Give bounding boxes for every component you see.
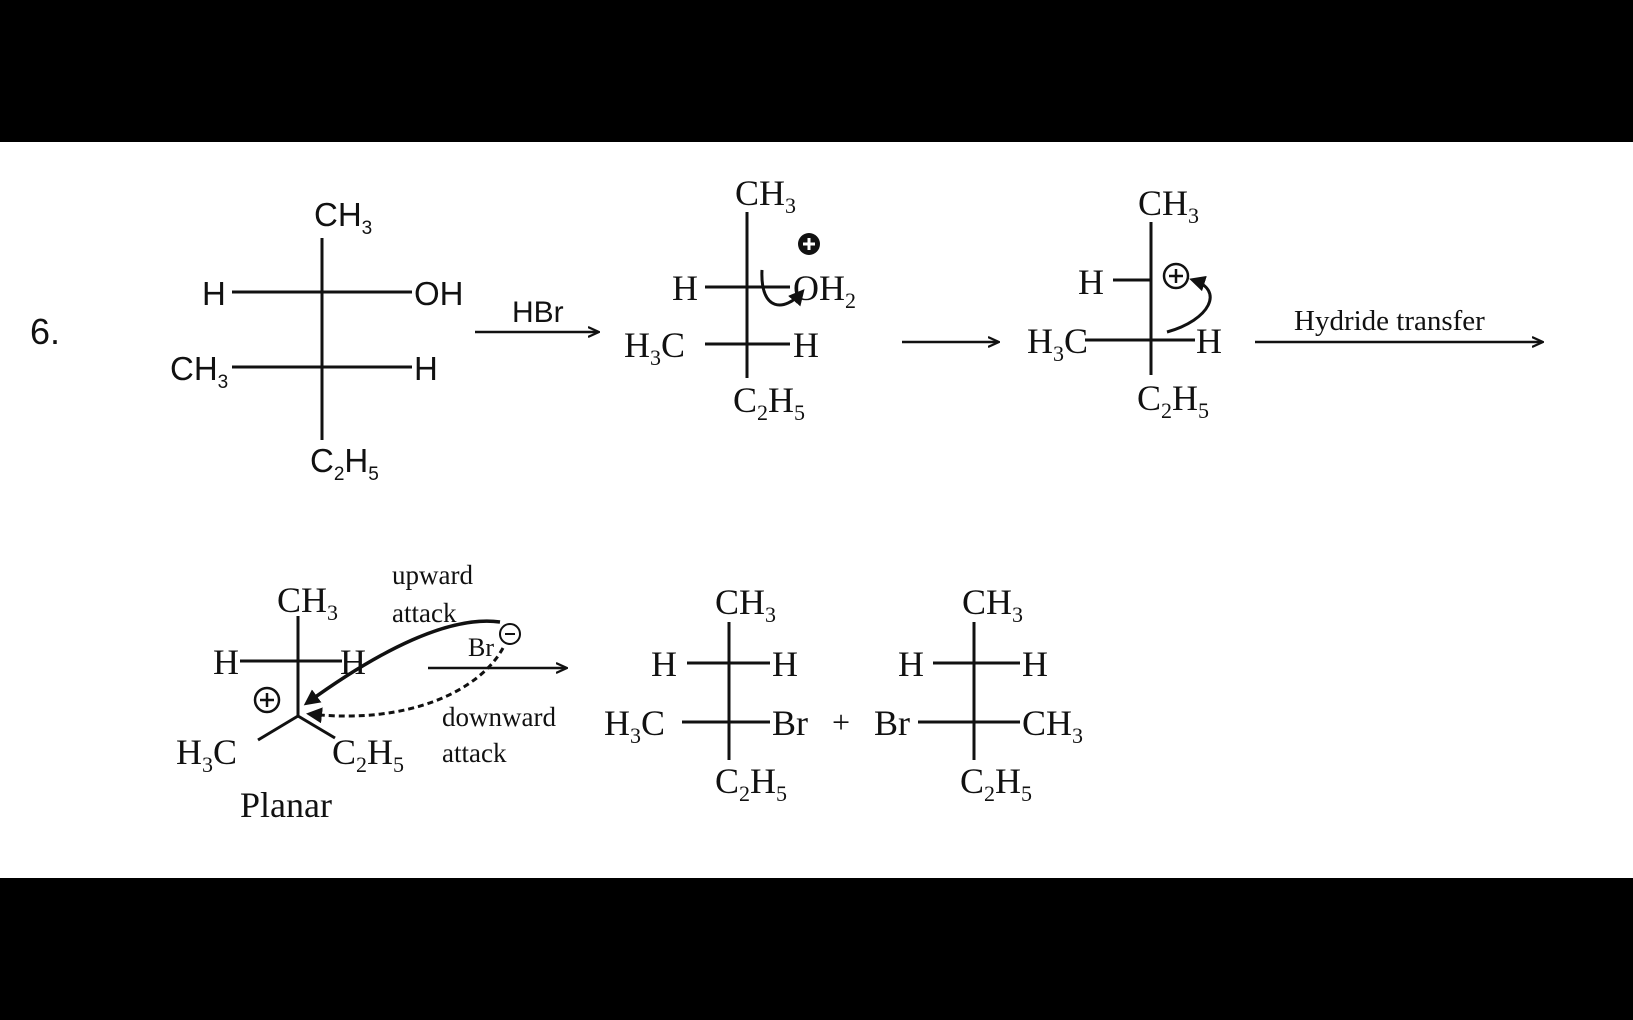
right-group-br: Br (772, 703, 808, 743)
top-black-bar (0, 0, 1633, 142)
left-group-h: H (213, 642, 239, 682)
top-group-ch3: CH3 (1138, 183, 1199, 228)
negative-charge-icon (499, 623, 521, 645)
hydride-shift-curved-arrow (1166, 275, 1212, 334)
carbocation-charge-icon (253, 686, 281, 714)
left-group-h: H (898, 644, 924, 684)
left-group-h: H (651, 644, 677, 684)
bottom-black-bar (0, 878, 1633, 1020)
upward-attack-label: attack (392, 598, 457, 628)
fischer-product-2: CH3 H H Br CH3 C2H5 (874, 582, 1083, 806)
fischer-protonated-alcohol: CH3 H OH2 H3C H C2H5 (624, 173, 856, 425)
bottom-group-c2h5: C2H5 (960, 761, 1032, 806)
hydride-transfer-label: Hydride transfer (1294, 305, 1485, 337)
downward-attack-label: attack (442, 738, 507, 768)
bottom-group-c2h5: C2H5 (310, 442, 379, 485)
left-group-h3c: H3C (176, 732, 237, 777)
fischer-carbocation: CH3 H H3C H C2H5 (1027, 183, 1222, 423)
right-group-ch3: CH3 (1022, 703, 1083, 748)
left-group-h: H (202, 275, 226, 312)
right-group-h: H (772, 644, 798, 684)
oxonium-positive-charge-icon (798, 233, 820, 255)
problem-number: 6. (30, 311, 60, 352)
fischer-starting-alcohol: CH3 H OH CH3 H C2H5 (170, 196, 464, 485)
left-group-h3c: H3C (604, 703, 665, 748)
bottom-group-c2h5: C2H5 (715, 761, 787, 806)
left-group-br: Br (874, 703, 910, 743)
bromide-ion: Br (468, 633, 494, 662)
carbocation-charge-icon (1162, 262, 1190, 290)
bond-to-h3c (257, 714, 299, 742)
reagent-label: HBr (512, 296, 564, 329)
right-group-oh: OH (414, 275, 464, 312)
content-panel (0, 142, 1633, 878)
right-group-h: H (793, 325, 819, 365)
fischer-product-1: CH3 H H H3C Br C2H5 (604, 582, 808, 806)
planar-carbocation: CH3 H H H3C C2H5 Planar Br upward attack… (176, 560, 556, 825)
left-group-ch3: CH3 (170, 350, 228, 393)
upward-attack-arrow (303, 619, 501, 706)
top-group-ch3: CH3 (314, 196, 372, 239)
left-group-h: H (672, 268, 698, 308)
left-group-h: H (1078, 262, 1104, 302)
left-group-h3c: H3C (624, 325, 685, 370)
upward-label: upward (392, 560, 473, 590)
right-group-h: H (1196, 321, 1222, 361)
top-group-ch3: CH3 (715, 582, 776, 627)
top-group-ch3: CH3 (735, 173, 796, 218)
bottom-group-c2h5: C2H5 (1137, 378, 1209, 423)
top-group-ch3: CH3 (277, 580, 338, 625)
bond-to-c2h5 (297, 714, 336, 740)
right-group-h: H (414, 350, 438, 387)
water-departure-curved-arrow (760, 269, 805, 307)
right-group-c2h5: C2H5 (332, 732, 404, 777)
left-group-h3c: H3C (1027, 321, 1088, 366)
top-group-ch3: CH3 (962, 582, 1023, 627)
right-group-h: H (1022, 644, 1048, 684)
plus-sign: + (832, 704, 850, 740)
downward-label: downward (442, 702, 556, 732)
planar-label: Planar (240, 785, 332, 825)
bottom-group-c2h5: C2H5 (733, 380, 805, 425)
